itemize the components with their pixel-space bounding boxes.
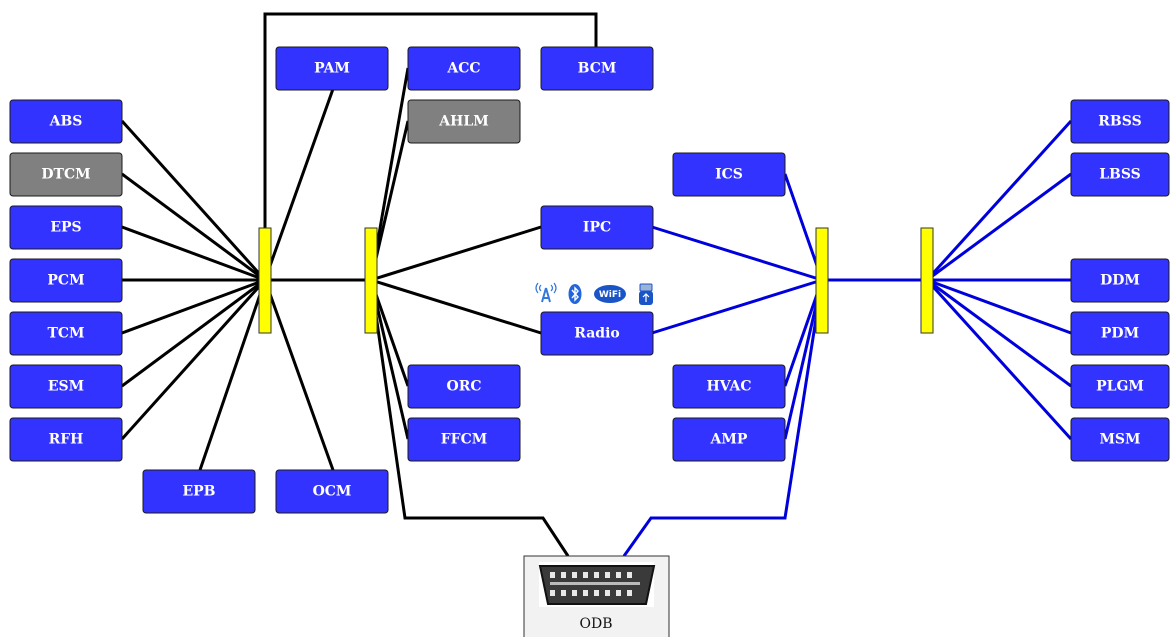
module-rbss-label: RBSS (1098, 114, 1141, 130)
module-acc-label: ACC (446, 61, 480, 77)
wire-bcm (263, 12, 598, 228)
wire-ipc (370, 225, 542, 282)
module-ddm-label: DDM (1100, 273, 1140, 289)
gateway-1 (258, 227, 272, 334)
odb-port-icon (538, 562, 656, 607)
gateway-4 (920, 227, 934, 334)
module-bcm[interactable]: BCM (540, 46, 654, 91)
module-radio-label: Radio (574, 326, 619, 342)
module-ahlm[interactable]: AHLM (407, 99, 521, 144)
odb-connector[interactable]: ODB (523, 555, 670, 637)
wire-radio-blue (651, 278, 823, 335)
module-ffcm-label: FFCM (441, 432, 488, 448)
bluetooth-icon (568, 284, 582, 304)
antenna-icon (535, 282, 557, 303)
module-orc-label: ORC (447, 379, 482, 395)
wire-ipc-blue (651, 225, 823, 282)
wire-rfh (120, 278, 267, 441)
module-pam[interactable]: PAM (275, 46, 389, 91)
wire-pam (263, 88, 335, 281)
module-amp[interactable]: AMP (672, 417, 786, 462)
module-pdm[interactable]: PDM (1070, 311, 1170, 356)
wire-odb-black (369, 279, 570, 557)
module-ddm[interactable]: DDM (1070, 258, 1170, 303)
module-ipc[interactable]: IPC (540, 205, 654, 250)
module-pcm[interactable]: PCM (9, 258, 123, 303)
wire-ocm (263, 279, 335, 471)
module-ipc-label: IPC (583, 220, 611, 236)
module-pcm-label: PCM (47, 273, 84, 289)
module-lbss[interactable]: LBSS (1070, 152, 1170, 197)
module-plgm-label: PLGM (1096, 379, 1144, 395)
wire-esm (121, 278, 266, 388)
module-rbss[interactable]: RBSS (1070, 99, 1170, 144)
module-eps[interactable]: EPS (9, 205, 123, 250)
module-ahlm-label: AHLM (438, 114, 488, 130)
module-pam-label: PAM (314, 61, 350, 77)
svg-text:WiFi: WiFi (599, 290, 621, 300)
module-lbss-label: LBSS (1099, 167, 1141, 183)
module-radio[interactable]: Radio (540, 311, 654, 356)
module-hvac[interactable]: HVAC (672, 364, 786, 409)
radio-connectivity-icons: WiFi (535, 282, 653, 305)
module-tcm[interactable]: TCM (9, 311, 123, 356)
module-amp-label: AMP (710, 432, 748, 448)
module-esm-label: ESM (48, 379, 84, 395)
module-abs-label: ABS (49, 114, 83, 130)
wire-abs (120, 119, 267, 282)
module-ocm-label: OCM (313, 484, 352, 500)
module-eps-label: EPS (50, 220, 81, 236)
module-tcm-label: TCM (47, 326, 84, 342)
usb-icon (639, 283, 653, 305)
wifi-icon: WiFi (594, 285, 626, 303)
module-rfh-label: RFH (49, 432, 84, 448)
module-acc[interactable]: ACC (407, 46, 521, 91)
module-ics-label: ICS (715, 167, 743, 183)
wire-epb (198, 279, 267, 471)
module-dtcm[interactable]: DTCM (9, 152, 123, 197)
wire-eps (121, 225, 266, 282)
module-orc[interactable]: ORC (407, 364, 521, 409)
module-dtcm-label: DTCM (41, 167, 90, 183)
module-esm[interactable]: ESM (9, 364, 123, 409)
wire-dtcm (121, 172, 266, 282)
gateway-2 (364, 227, 378, 334)
module-plgm[interactable]: PLGM (1070, 364, 1170, 409)
module-abs[interactable]: ABS (9, 99, 123, 144)
module-ocm[interactable]: OCM (275, 469, 389, 514)
wire-plgm (926, 278, 1072, 388)
module-boxes: ABS DTCM EPS PCM TCM ESM RFH EPB (9, 46, 1170, 514)
gateway-3 (815, 227, 829, 334)
wire-radio (370, 278, 542, 335)
module-epb[interactable]: EPB (142, 469, 256, 514)
module-hvac-label: HVAC (706, 379, 751, 395)
wire-odb-blue (622, 279, 824, 557)
module-epb-label: EPB (182, 484, 215, 500)
module-bcm-label: BCM (578, 61, 617, 77)
module-rfh[interactable]: RFH (9, 417, 123, 462)
wire-pdm (926, 278, 1072, 335)
module-msm[interactable]: MSM (1070, 417, 1170, 462)
wire-msm (925, 278, 1073, 441)
wire-rbss (925, 119, 1073, 282)
module-pdm-label: PDM (1101, 326, 1139, 342)
module-ffcm[interactable]: FFCM (407, 417, 521, 462)
module-ics[interactable]: ICS (672, 152, 786, 197)
wire-lbss (926, 172, 1072, 282)
gateways (258, 227, 934, 334)
odb-label: ODB (580, 616, 613, 632)
module-msm-label: MSM (1099, 432, 1140, 448)
wire-tcm (121, 278, 266, 335)
